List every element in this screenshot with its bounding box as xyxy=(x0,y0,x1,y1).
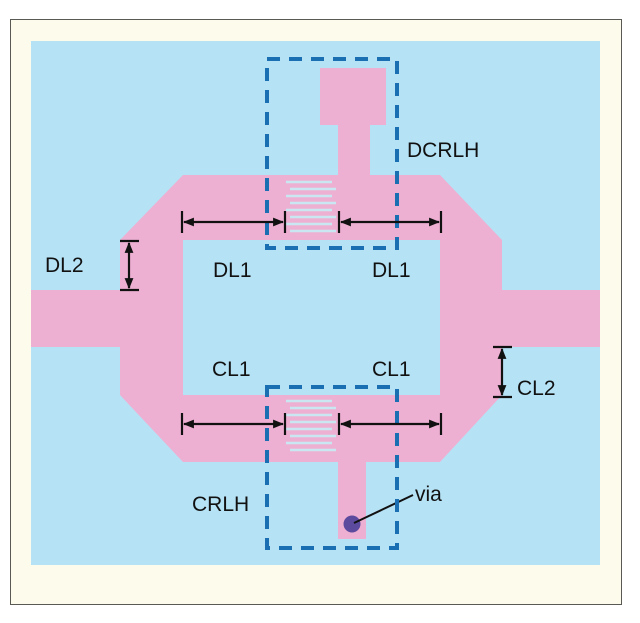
upper-branch xyxy=(120,175,502,300)
upper-interdigital-capacitor xyxy=(286,180,336,233)
top-stub xyxy=(338,120,370,180)
lower-interdigital-capacitor xyxy=(286,399,336,452)
cl2-dimension xyxy=(493,345,512,399)
dimension-markers xyxy=(120,211,512,435)
right-port-line xyxy=(498,290,600,347)
dl2-dimension xyxy=(120,239,139,292)
cl2-label: CL2 xyxy=(517,377,556,400)
dl2-label: DL2 xyxy=(45,254,84,277)
dcrlh-label: DCRLH xyxy=(407,139,479,162)
cl1-left-dimension xyxy=(180,413,287,435)
dcrlh-dashed-box xyxy=(265,57,399,250)
top-pad xyxy=(320,68,386,125)
right-arm xyxy=(440,240,502,395)
via-label: via xyxy=(415,483,442,506)
cl1-right-label: CL1 xyxy=(372,358,411,381)
dl1-left-dimension xyxy=(180,211,287,233)
dl1-right-label: DL1 xyxy=(372,259,411,282)
via-icon xyxy=(343,515,361,533)
left-port-line xyxy=(31,290,131,347)
crlh-label: CRLH xyxy=(192,493,249,516)
dl1-left-label: DL1 xyxy=(213,259,252,282)
cl1-left-label: CL1 xyxy=(212,358,251,381)
dl1-right-dimension xyxy=(337,211,443,233)
crlh-dashed-box xyxy=(265,385,399,550)
via-leader-line xyxy=(353,494,414,524)
cl1-right-dimension xyxy=(337,413,443,435)
